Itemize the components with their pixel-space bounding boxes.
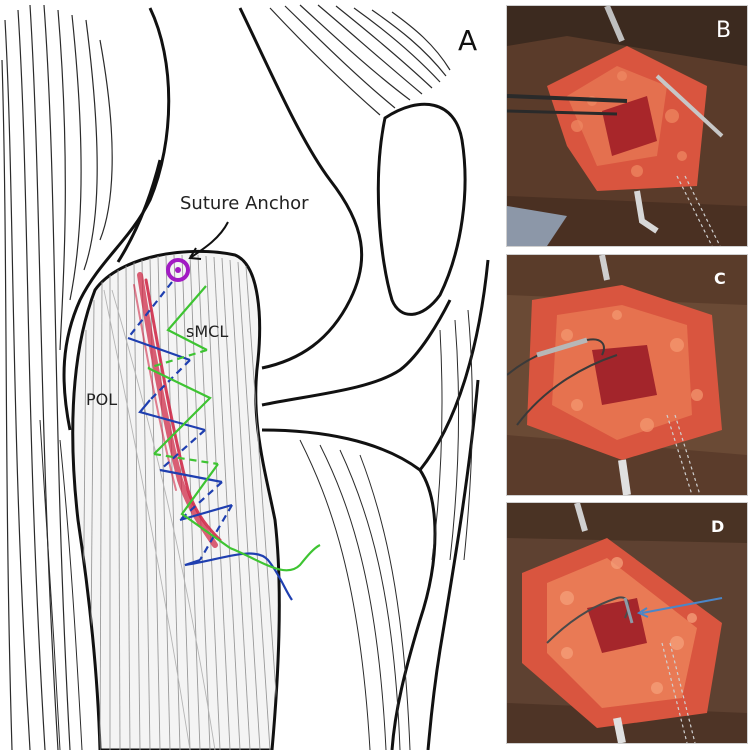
panel-a-illustration: A Suture Anchor sMCL POL: [1, 4, 490, 750]
tibia-outline: [261, 259, 490, 750]
surgical-photo-b: [507, 6, 747, 246]
surgical-photo-c: [507, 255, 747, 495]
suture-anchor-icon: [166, 258, 190, 282]
ligament-tear: [133, 272, 222, 548]
knee-medial-illustration: [1, 4, 490, 750]
panel-label-c: C: [714, 269, 726, 288]
pol-label: POL: [86, 390, 118, 409]
anchor-pointer-arrow: [188, 221, 229, 260]
ligament-fan: [71, 249, 281, 750]
patella: [376, 102, 467, 316]
suture-green: [147, 285, 321, 572]
surgical-photo-d: [507, 503, 747, 743]
suture-anchor-label: Suture Anchor: [180, 193, 309, 214]
panel-label-b: B: [716, 18, 732, 43]
panel-c-photo: C: [506, 254, 748, 496]
quadriceps-fibers: [269, 4, 451, 116]
tibia-fibers: [39, 309, 473, 750]
panel-label-d: D: [711, 517, 725, 536]
panel-label-a: A: [458, 24, 478, 57]
femur-outline: [62, 7, 364, 431]
muscle-fibers-left: [1, 4, 113, 750]
panel-b-photo: B: [506, 5, 748, 247]
smcl-label: sMCL: [186, 322, 229, 341]
panel-d-photo: D: [506, 502, 748, 744]
